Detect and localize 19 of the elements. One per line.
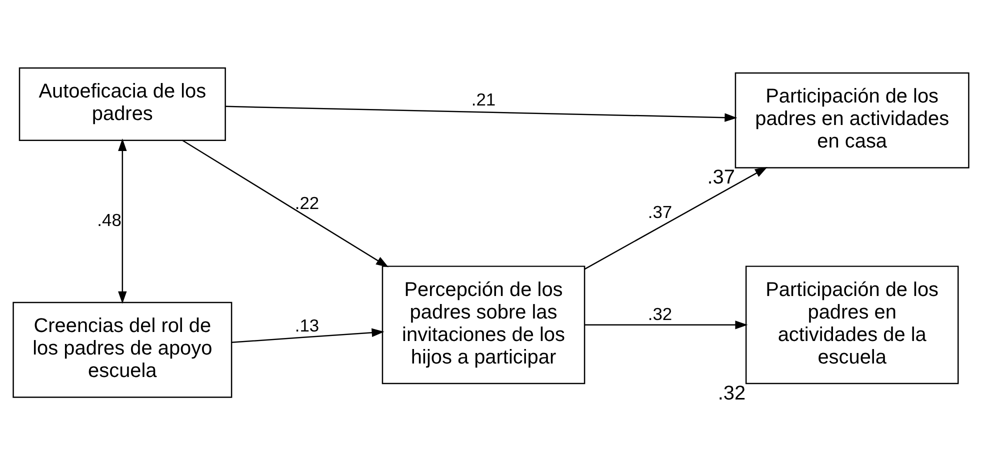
node-box: Autoeficacia de los padres [18,67,226,141]
arrow [232,328,384,343]
edge-label: .22 [294,193,320,214]
edge-label: .48 [97,210,122,230]
node-box: Percepción de los padres sobre las invitaciones de los hijos a participar [382,266,586,384]
arrow [226,106,738,122]
node-box: Participación de los padres en actividades de la escuela [745,266,959,384]
arrow [118,138,127,304]
node-box: Creencias del rol de los padres de apoyo escuela [12,302,232,398]
node-label: .37 [707,166,735,189]
arrow [182,140,389,268]
edge-label: .37 [648,202,672,222]
node-box: Participación de los padres en actividades en casa [734,72,970,168]
arrow [584,320,748,330]
arrow [584,166,768,270]
node-label: .32 [718,382,746,405]
edge-label: .13 [294,315,320,336]
edge-label: .21 [471,90,496,110]
edge-label: .32 [648,304,672,324]
